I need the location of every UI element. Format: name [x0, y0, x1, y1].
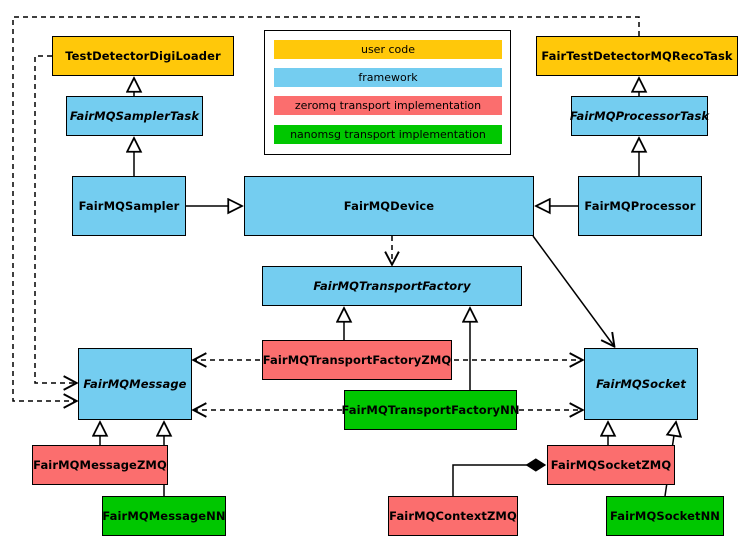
class-label: FairMQContextZMQ	[389, 508, 517, 523]
class-box-fairmqsocket[interactable]: FairMQSocket	[584, 348, 698, 420]
class-label: FairMQDevice	[343, 198, 435, 213]
class-box-fairmqsocketzmq[interactable]: FairMQSocketZMQ	[547, 445, 675, 485]
legend-item-user-code: user code	[274, 40, 502, 59]
class-box-fairtestdetectormqrecotask[interactable]: FairTestDetectorMQRecoTask	[536, 36, 738, 76]
class-box-fairmqsamplertask[interactable]: FairMQSamplerTask	[66, 96, 203, 136]
edge-device-to-socket	[532, 235, 614, 346]
class-box-fairmqmessagezmq[interactable]: FairMQMessageZMQ	[32, 445, 168, 485]
class-label: FairMQMessageZMQ	[33, 457, 167, 472]
class-box-fairmqtransportfactorynn[interactable]: FairMQTransportFactoryNN	[341, 390, 520, 430]
legend-label-user-code: user code	[360, 43, 416, 56]
class-label: FairMQTransportFactoryNN	[341, 402, 520, 417]
class-label: FairMQMessage	[83, 376, 187, 391]
legend-item-zeromq: zeromq transport implementation	[274, 96, 502, 115]
class-box-fairmqsampler[interactable]: FairMQSampler	[72, 176, 186, 236]
class-box-testdetectordigiloader[interactable]: TestDetectorDigiLoader	[52, 36, 234, 76]
class-box-fairmqtransportfactory[interactable]: FairMQTransportFactory	[262, 266, 522, 306]
class-label: FairMQMessageNN	[102, 508, 226, 523]
legend: user code framework zeromq transport imp…	[264, 30, 511, 155]
class-box-fairmqsocketnn[interactable]: FairMQSocketNN	[606, 496, 724, 536]
class-box-fairmqmessagenn[interactable]: FairMQMessageNN	[102, 496, 226, 536]
class-label: FairMQSocketZMQ	[550, 457, 672, 472]
class-label: FairMQTransportFactory	[313, 278, 471, 293]
class-label: FairMQTransportFactoryZMQ	[262, 352, 452, 367]
legend-label-zeromq: zeromq transport implementation	[294, 99, 482, 112]
legend-label-nanomsg: nanomsg transport implementation	[290, 128, 486, 141]
class-box-fairmqprocessortask[interactable]: FairMQProcessorTask	[569, 96, 710, 136]
class-box-fairmqcontextzmq[interactable]: FairMQContextZMQ	[388, 496, 518, 536]
class-label: FairMQProcessor	[584, 198, 696, 213]
class-label: FairMQSampler	[78, 198, 180, 213]
class-box-fairmqprocessor[interactable]: FairMQProcessor	[578, 176, 702, 236]
class-label: FairMQSocket	[596, 376, 686, 391]
class-label: FairMQProcessorTask	[569, 108, 710, 123]
legend-item-nanomsg: nanomsg transport implementation	[274, 125, 502, 144]
class-box-fairmqmessage[interactable]: FairMQMessage	[78, 348, 192, 420]
class-label: FairTestDetectorMQRecoTask	[541, 48, 733, 63]
class-label: TestDetectorDigiLoader	[65, 48, 221, 63]
class-box-fairmqtransportfactoryzmq[interactable]: FairMQTransportFactoryZMQ	[262, 340, 452, 380]
legend-item-framework: framework	[274, 68, 502, 87]
edge-contextzmq-to-socketzmq	[452, 458, 547, 496]
class-label: FairMQSocketNN	[609, 508, 721, 523]
class-box-fairmqdevice[interactable]: FairMQDevice	[244, 176, 534, 236]
class-label: FairMQSamplerTask	[69, 108, 200, 123]
legend-label-framework: framework	[358, 71, 418, 84]
